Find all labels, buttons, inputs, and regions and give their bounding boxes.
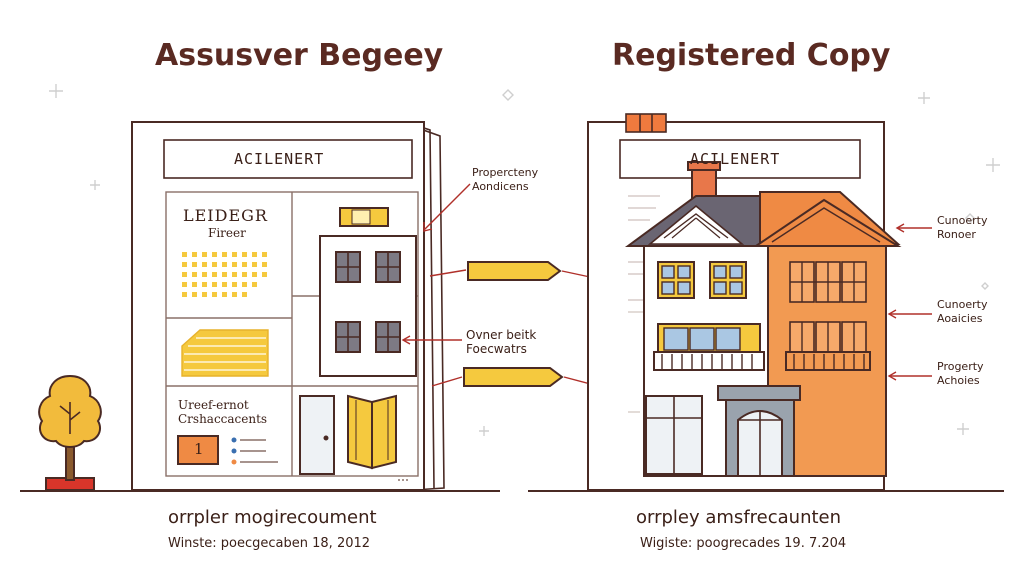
clip-tab	[625, 113, 667, 133]
annotation-line: Propercteny	[472, 166, 539, 179]
transfer-arrow-top	[429, 261, 608, 285]
left-doc-header: ACILENERT	[234, 150, 325, 168]
annotation-line: Cunoerty	[937, 214, 988, 227]
annotation-right-2: Cunoerty Aoaicies	[937, 298, 987, 326]
number-badge	[177, 435, 219, 465]
striped-house-icon	[181, 329, 269, 377]
annotation-line: Ovner beitk	[466, 328, 537, 342]
gray-house	[624, 161, 792, 477]
annotation-right-3: Progerty Achoies	[937, 360, 984, 388]
left-title: Assusver Begeey	[155, 38, 444, 73]
annotation-line: Achoies	[937, 374, 980, 387]
section-subtitle: Fireer	[208, 226, 246, 240]
annotation-property-conditions: Propercteny Aondicens	[472, 166, 538, 194]
transfer-arrow-bottom	[431, 367, 602, 391]
bottom-label-line2: Crshaccacents	[178, 412, 268, 426]
left-subcaption: Winste: poecgecaben 18, 2012	[168, 536, 371, 551]
bottom-label-line1: Ureef-ernot	[178, 398, 249, 412]
orange-house	[752, 191, 902, 477]
section-title: LEIDEGR	[183, 206, 268, 225]
annotation-right-1: Cunoerty Ronoer	[937, 214, 987, 242]
right-title: Registered Copy	[612, 38, 891, 73]
annotation-line: Cunoerty	[937, 298, 988, 311]
badge-number: 1	[194, 440, 204, 458]
annotation-line: Aoaicies	[937, 312, 983, 325]
sparkle-icon	[49, 84, 1000, 436]
left-building	[299, 207, 417, 475]
right-doc-header: ACILENERT	[690, 150, 781, 168]
entrance-porch	[717, 385, 801, 477]
annotation-line: Aondicens	[472, 180, 529, 193]
left-caption: orrpler mogirecoument	[168, 507, 377, 528]
annotation-line: Progerty	[937, 360, 984, 373]
right-caption: orrpley amsfrecaunten	[636, 507, 842, 528]
right-subcaption: Wigiste: poogrecades 19. 7.204	[640, 536, 847, 551]
dot-grid	[182, 252, 267, 297]
bullet-list	[231, 437, 410, 481]
pointer-arrows	[401, 183, 932, 381]
annotation-line: Ronoer	[937, 228, 976, 241]
tree-icon	[38, 374, 102, 491]
annotation-line: Foecwatrs	[466, 342, 527, 356]
annotation-owner-details: Ovner beitk Foecwatrs	[466, 328, 536, 356]
